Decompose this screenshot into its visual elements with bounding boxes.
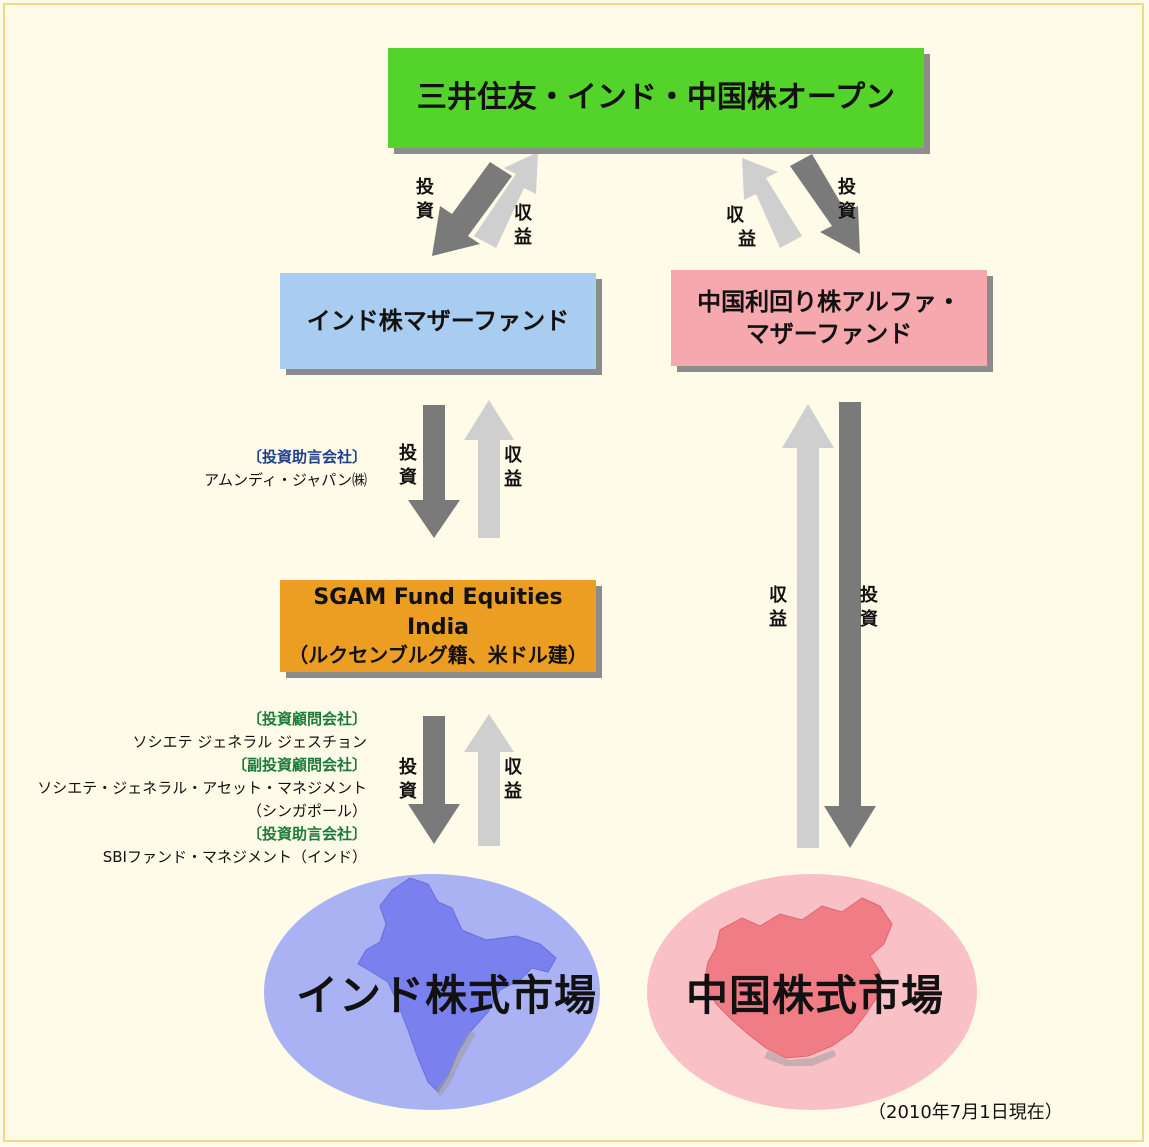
india-mother-fund-title: インド株マザーファンド xyxy=(306,306,570,335)
as-of-date-note: （2010年7月1日現在） xyxy=(868,1102,1063,1123)
china-mother-fund-box: 中国利回り株アルファ・ マザーファンド xyxy=(671,270,987,366)
india-market-label: インド株式市場 xyxy=(296,971,598,1020)
advisor-low-heading-3: 〔投資助言会社〕 xyxy=(246,825,367,843)
india-mother-fund-box: インド株マザーファンド xyxy=(280,273,596,369)
invest-arrow-top-right xyxy=(790,154,860,254)
fund-top-box: 三井住友・インド・中国株オープン xyxy=(388,48,924,148)
advisor-low-name-3: SBIファンド・マネジメント（インド） xyxy=(102,848,367,866)
advisor-low-heading-2: 〔副投資顧問会社〕 xyxy=(231,756,367,774)
advisor-group-low: 〔投資顧問会社〕 ソシエテ ジェネラル ジェスチョン 〔副投資顧問会社〕 ソシエ… xyxy=(37,708,367,869)
return-label-low: 収益 xyxy=(504,757,522,802)
advisor-mid-heading: 〔投資助言会社〕 xyxy=(246,448,367,466)
return-arrow-china xyxy=(782,404,834,848)
return-label-china: 収益 xyxy=(769,585,787,630)
return-arrow-top-left xyxy=(474,152,538,248)
advisor-low-name-2a: ソシエテ・ジェネラル・アセット・マネジメント xyxy=(37,779,367,797)
advisor-mid-name: アムンディ・ジャパン㈱ xyxy=(204,471,367,489)
china-mother-fund-line2: マザーファンド xyxy=(745,320,913,348)
invest-label-top-right: 投資 xyxy=(838,177,856,222)
advisor-low-heading-1: 〔投資顧問会社〕 xyxy=(246,710,367,728)
return-arrow-low xyxy=(464,714,514,846)
advisor-group-mid: 〔投資助言会社〕 アムンディ・ジャパン㈱ xyxy=(204,446,367,492)
china-map-shadow xyxy=(764,1050,836,1066)
invest-arrow-china xyxy=(824,402,876,848)
fund-top-title: 三井住友・インド・中国株オープン xyxy=(416,79,896,115)
return-arrow-top-right xyxy=(742,158,802,248)
return-label-top-left: 収益 xyxy=(514,203,532,248)
invest-arrow-low xyxy=(408,716,460,844)
invest-label-mid: 投資 xyxy=(399,443,417,488)
advisor-low-name-2b: （シンガポール） xyxy=(246,802,367,820)
sgam-fund-line2: （ルクセンブルグ籍、米ドル建） xyxy=(288,643,588,668)
invest-arrow-top-left xyxy=(432,162,512,256)
sgam-fund-line1: SGAM Fund Equities India xyxy=(313,584,563,640)
china-mother-fund-line1: 中国利回り株アルファ・ xyxy=(697,287,961,316)
sgam-fund-box: SGAM Fund Equities India （ルクセンブルグ籍、米ドル建） xyxy=(280,580,596,672)
china-market-label: 中国株式市場 xyxy=(686,971,945,1020)
advisor-low-name-1: ソシエテ ジェネラル ジェスチョン xyxy=(132,733,367,751)
india-map-shadow xyxy=(436,1030,476,1098)
invest-label-low: 投資 xyxy=(399,757,417,802)
return-label-top-right: 収益 xyxy=(726,205,756,250)
return-arrow-mid xyxy=(464,400,514,538)
invest-label-china: 投資 xyxy=(860,585,878,630)
invest-arrow-mid xyxy=(408,405,460,538)
return-label-mid: 収益 xyxy=(504,445,522,490)
china-map-icon xyxy=(703,897,893,1059)
invest-label-top-left: 投資 xyxy=(416,177,434,222)
